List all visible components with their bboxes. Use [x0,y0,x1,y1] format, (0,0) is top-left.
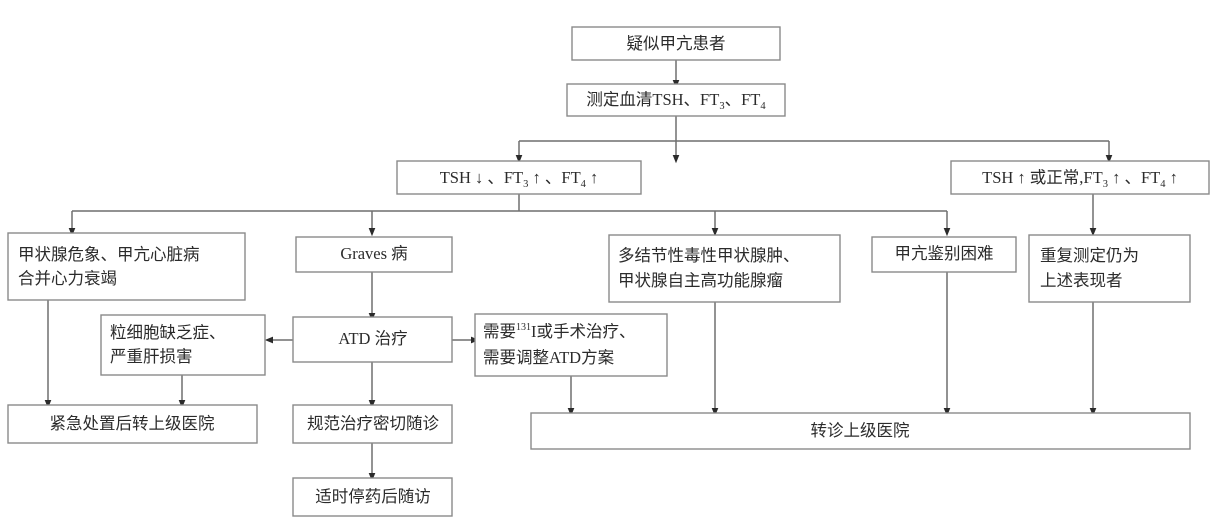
node-toxic-multinodular-goiter-line2: 甲状腺自主高功能腺瘤 [618,271,783,290]
node-branch-high-or-normal-tsh[interactable]: TSH ↑ 或正常,FT3 ↑ 、FT4 ↑ [950,160,1210,195]
node-atd-therapy-label: ATD 治疗 [338,329,407,348]
node-need-i131-or-surgery-line1: 需要131I或手术治疗、 [483,322,636,341]
node-toxic-multinodular-goiter-line1: 多结节性毒性甲状腺肿、 [618,246,800,265]
node-referral-to-higher-hospital[interactable]: 转诊上级医院 [530,412,1191,450]
node-graves-disease[interactable]: Graves 病 [295,236,453,273]
node-measure-serum[interactable]: 测定血清TSH、FT3、FT4 [566,83,786,117]
node-graves-disease-label: Graves 病 [340,244,407,263]
node-suspected-patient[interactable]: 疑似甲亢患者 [571,26,781,61]
node-standard-treatment-followup[interactable]: 规范治疗密切随诊 [292,404,453,444]
node-branch-low-tsh[interactable]: TSH ↓ 、FT3 ↑ 、FT4 ↑ [396,160,642,195]
node-stop-drug-followup-label: 适时停药后随访 [315,487,431,506]
node-agranulocytosis[interactable]: 粒细胞缺乏症、 严重肝损害 [100,314,266,376]
node-thyroid-crisis[interactable]: 甲状腺危象、甲亢心脏病 合并心力衰竭 [7,232,246,301]
node-thyroid-crisis-line1: 甲状腺危象、甲亢心脏病 [18,245,200,264]
node-thyroid-crisis-line2: 合并心力衰竭 [18,269,117,288]
node-need-i131-or-surgery-line2: 需要调整ATD方案 [483,348,615,367]
node-suspected-patient-label: 疑似甲亢患者 [627,34,726,53]
node-stop-drug-followup[interactable]: 适时停药后随访 [292,477,453,517]
node-repeat-same-findings[interactable]: 重复测定仍为 上述表现者 [1028,234,1191,303]
node-referral-to-higher-hospital-label: 转诊上级医院 [811,421,910,440]
node-standard-treatment-followup-label: 规范治疗密切随诊 [307,414,440,433]
node-agranulocytosis-line1: 粒细胞缺乏症、 [110,323,226,342]
node-repeat-same-findings-line1: 重复测定仍为 [1040,246,1139,265]
node-difficult-differentiation-label: 甲亢鉴别困难 [895,244,994,263]
node-branch-high-or-normal-tsh-label: TSH ↑ 或正常,FT3 ↑ 、FT4 ↑ [982,168,1178,190]
node-emergency-transfer-label: 紧急处置后转上级医院 [50,414,215,433]
node-repeat-same-findings-line2: 上述表现者 [1040,271,1123,290]
node-agranulocytosis-line2: 严重肝损害 [110,347,193,366]
node-emergency-transfer[interactable]: 紧急处置后转上级医院 [7,404,258,444]
node-measure-serum-label: 测定血清TSH、FT3、FT4 [586,90,766,112]
node-branch-low-tsh-label: TSH ↓ 、FT3 ↑ 、FT4 ↑ [440,168,599,190]
node-need-i131-or-surgery[interactable]: 需要131I或手术治疗、 需要调整ATD方案 [474,313,668,377]
node-difficult-differentiation[interactable]: 甲亢鉴别困难 [871,236,1017,273]
edges-layer [44,60,1113,482]
node-atd-therapy[interactable]: ATD 治疗 [292,316,453,363]
node-toxic-multinodular-goiter[interactable]: 多结节性毒性甲状腺肿、 甲状腺自主高功能腺瘤 [608,234,841,303]
